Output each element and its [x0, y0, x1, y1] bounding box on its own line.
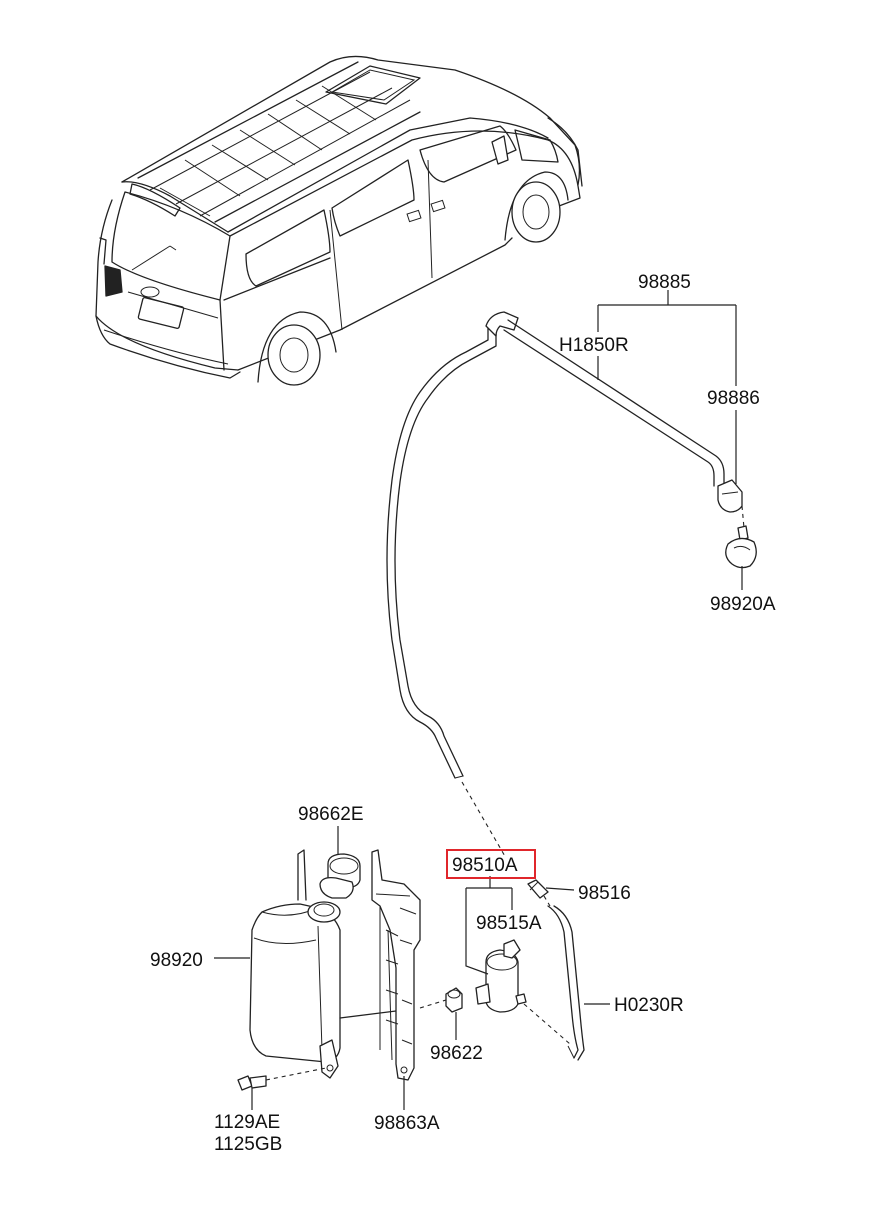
label-98510a: 98510A [452, 855, 518, 876]
washer-reservoir-assembly [237, 849, 585, 1091]
label-1129ae: 1129AE [214, 1112, 280, 1133]
leader-lines [214, 290, 743, 1110]
label-98863a: 98863A [374, 1113, 440, 1134]
part-labels: 98885 H1850R 98886 98920A 98662E 98510A … [150, 272, 776, 1155]
label-98886: 98886 [707, 388, 760, 409]
hose-to-pump-dashed [461, 781, 507, 859]
washer-hose-route [386, 311, 757, 779]
label-98622: 98622 [430, 1043, 483, 1064]
highlight-box-98510a [446, 849, 536, 879]
label-98516: 98516 [578, 883, 631, 904]
label-98515a: 98515A [476, 913, 542, 934]
vehicle-illustration [95, 55, 583, 386]
label-98885: 98885 [638, 272, 691, 293]
label-98920: 98920 [150, 950, 203, 971]
label-98920a: 98920A [710, 594, 776, 615]
label-h0230r: H0230R [614, 995, 684, 1016]
label-98662e: 98662E [298, 804, 364, 825]
label-h1850r: H1850R [559, 335, 629, 356]
label-1125gb: 1125GB [214, 1134, 282, 1155]
